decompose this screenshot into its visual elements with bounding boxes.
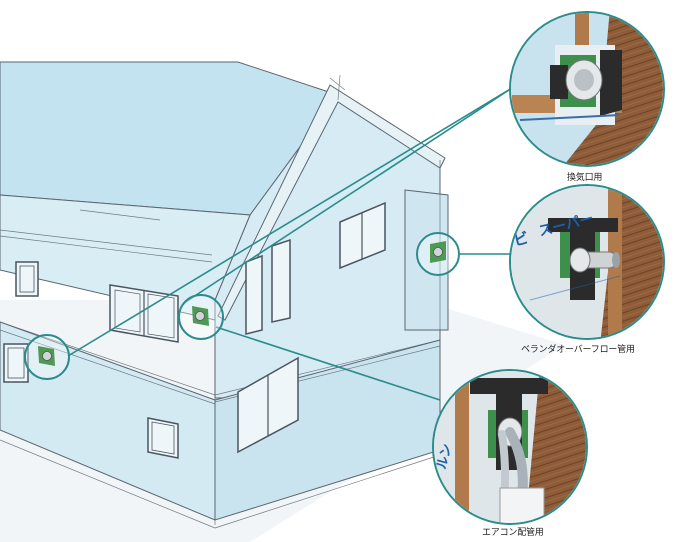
veranda-membrane-print-prefix: ビ	[512, 229, 531, 250]
caption-veranda: ベランダオーバーフロー管用	[521, 345, 635, 355]
veranda-marker	[416, 232, 460, 276]
detail-veranda-circle: ビ スーパー	[509, 184, 665, 340]
aircon-membrane-print: ルン	[434, 442, 455, 471]
window-upper-left	[15, 261, 39, 297]
window-lower-front	[147, 417, 179, 459]
window-gable-tall-right	[271, 238, 291, 323]
gable-fascia	[217, 84, 446, 321]
window-lower-left	[3, 343, 29, 383]
window-lower-side	[237, 356, 299, 454]
caption-vent: 換気口用	[567, 173, 603, 183]
vent-marker-upper	[178, 294, 224, 340]
vent-marker-lower	[24, 334, 70, 380]
detail-aircon-circle: ルン	[432, 369, 588, 525]
sketch-lines	[0, 74, 441, 529]
caption-aircon: エアコン配管用	[482, 528, 544, 538]
window-gable-tall-left	[245, 254, 263, 335]
leader-lines	[67, 87, 513, 401]
detail-vent-circle	[509, 11, 665, 167]
window-gable-double	[339, 201, 386, 270]
